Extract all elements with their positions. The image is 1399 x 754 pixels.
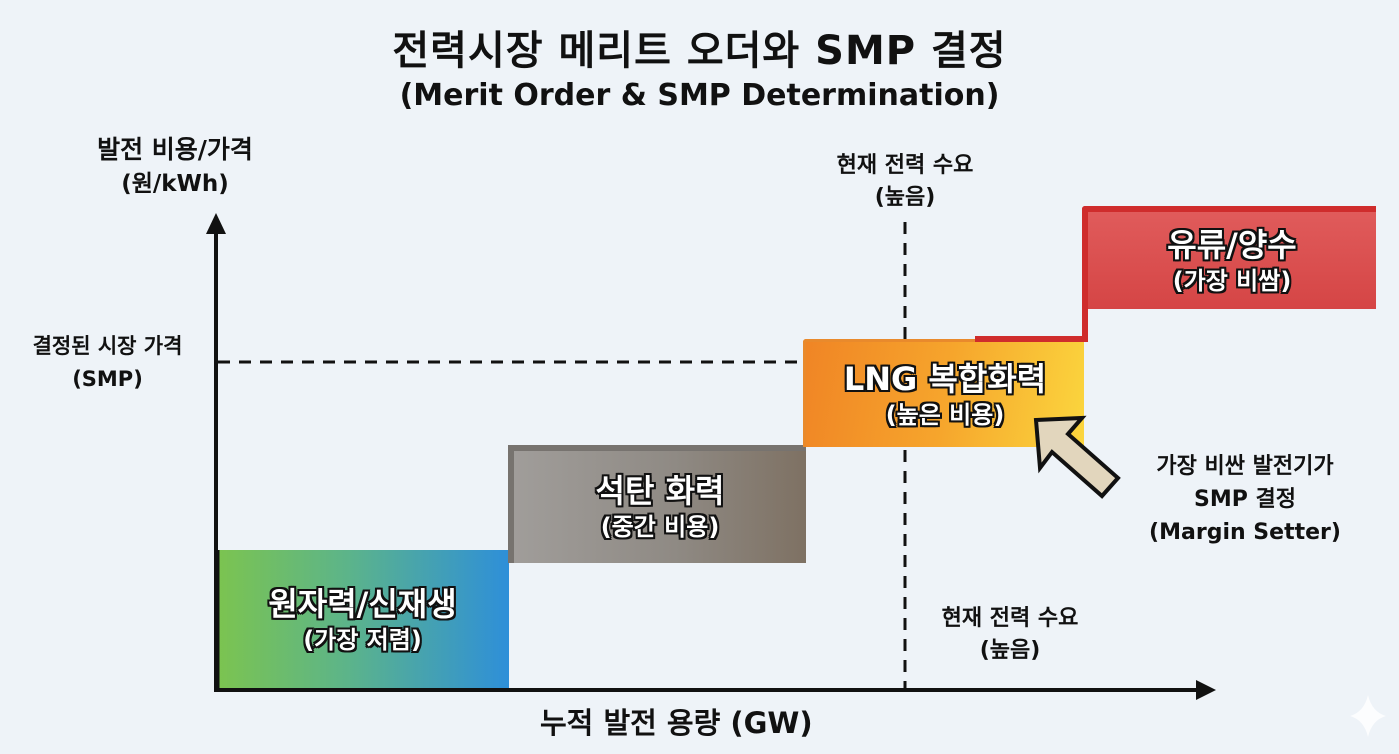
block-oil-pumped: 유류/양수 (가장 비쌈): [1082, 206, 1376, 309]
block-nuclear-renewable: 원자력/신재생 (가장 저렴): [216, 550, 509, 690]
margin-setter-annotation: 가장 비싼 발전기가 SMP 결정 (Margin Setter): [1110, 450, 1380, 549]
smp-label: 결정된 시장 가격 (SMP): [0, 330, 215, 396]
step-line-red-vertical: [1082, 300, 1088, 342]
y-axis: [206, 213, 226, 692]
smp-label-line1: 결정된 시장 가격: [32, 334, 183, 358]
step-line-red: [975, 336, 1088, 342]
demand-label-bottom-line2: (높음): [979, 638, 1041, 663]
block-note: (가장 저렴): [303, 626, 422, 654]
block-note: (가장 비쌈): [1172, 266, 1292, 295]
y-axis-label-line1: 발전 비용/가격: [97, 135, 253, 164]
x-axis-arrowhead-icon: [1196, 680, 1216, 700]
demand-label-top: 현재 전력 수요 (높음): [780, 150, 1030, 214]
x-axis-label: 누적 발전 용량 (GW): [540, 706, 813, 740]
y-axis-label: 발전 비용/가격 (원/kWh): [60, 133, 380, 201]
block-label: 원자력/신재생: [268, 585, 457, 623]
demand-label-top-line2: (높음): [874, 185, 936, 210]
y-axis-label-line2: (원/kWh): [121, 171, 229, 197]
page-subtitle: (Merit Order & SMP Determination): [399, 78, 1000, 113]
block-label: 유류/양수: [1167, 225, 1297, 264]
block-label: LNG 복합화력: [843, 359, 1047, 398]
arrow-up-left-icon: [1033, 415, 1121, 499]
annotation-line2: SMP 결정: [1193, 487, 1296, 512]
annotation-line3: (Margin Setter): [1149, 520, 1341, 545]
y-axis-arrowhead-icon: [206, 213, 226, 234]
annotation-line1: 가장 비싼 발전기가: [1156, 454, 1334, 479]
block-label: 석탄 화력: [595, 472, 725, 510]
sparkle-icon: [1350, 695, 1386, 737]
x-axis: [214, 680, 1216, 700]
smp-label-line2: (SMP): [72, 367, 143, 391]
demand-label-top-line1: 현재 전력 수요: [836, 153, 974, 178]
block-coal: 석탄 화력 (중간 비용): [508, 445, 806, 563]
demand-label-bottom-line1: 현재 전력 수요: [941, 606, 1079, 631]
block-note: (중간 비용): [600, 513, 720, 541]
demand-label-bottom: 현재 전력 수요 (높음): [885, 603, 1135, 667]
page-title: 전력시장 메리트 오더와 SMP 결정: [392, 28, 1007, 74]
block-note: (높은 비용): [885, 400, 1005, 429]
